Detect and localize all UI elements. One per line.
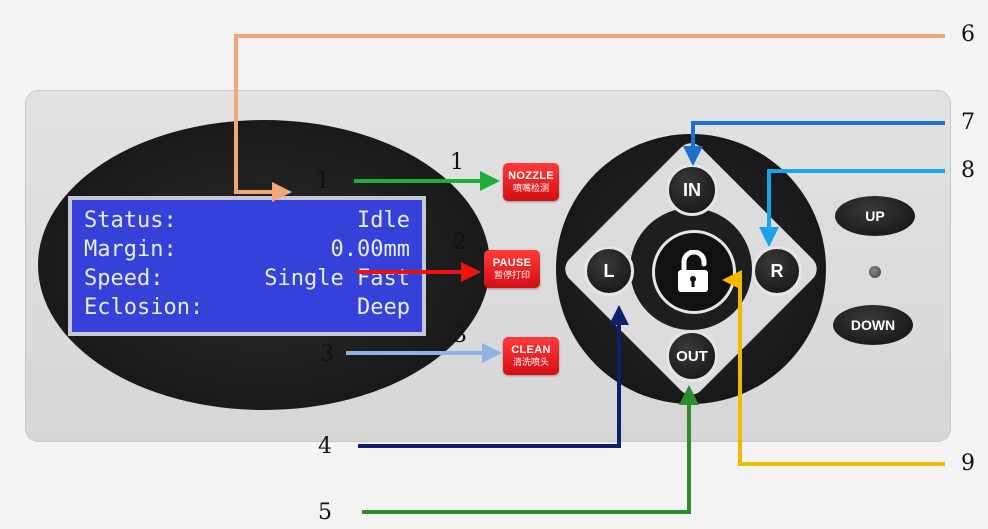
- lcd-screen: Status: Idle Margin: 0.00mm Speed: Singl…: [68, 196, 426, 336]
- lcd-label: Margin:: [84, 237, 177, 262]
- callout-4-line: [358, 305, 629, 448]
- callout-6-line: [234, 34, 945, 202]
- pause-button-label: PAUSE: [492, 257, 532, 269]
- lcd-value: Deep: [357, 295, 410, 320]
- callout-number-5: 5: [318, 500, 332, 525]
- callout-number-9: 9: [961, 451, 975, 476]
- nozzle-button-cn-label: 喷嘴检测: [512, 183, 549, 193]
- down-button-label: DOWN: [850, 317, 896, 333]
- nozzle-button-label: NOZZLE: [508, 170, 554, 182]
- lcd-row-status: Status: Idle: [84, 206, 410, 235]
- lcd-label: Eclosion:: [84, 295, 204, 320]
- lcd-row-eclosion: Eclosion: Deep: [84, 293, 410, 322]
- down-button[interactable]: DOWN: [833, 305, 913, 345]
- left-button[interactable]: L: [584, 246, 634, 296]
- out-button-label: OUT: [676, 347, 708, 365]
- callout-number-8: 8: [961, 158, 975, 183]
- callout-7-line: [683, 121, 945, 166]
- callout-5-line: [362, 385, 699, 514]
- lcd-label: Speed:: [84, 266, 164, 291]
- pause-button-cn-label: 暂停打印: [493, 270, 530, 280]
- callout-number-3-lcd: 3: [320, 342, 334, 367]
- clean-button-cn-label: 清洗喷头: [512, 357, 549, 367]
- unlocked-padlock-icon: [678, 250, 708, 292]
- right-button[interactable]: R: [752, 246, 802, 296]
- out-button[interactable]: OUT: [666, 330, 718, 382]
- lcd-value: 0.00mm: [330, 237, 410, 262]
- callout-number-7: 7: [961, 110, 975, 135]
- callout-number-1: 1: [450, 150, 464, 175]
- in-button-label: IN: [683, 179, 701, 200]
- callout-number-4: 4: [318, 434, 332, 459]
- clean-button-label: CLEAN: [511, 344, 551, 356]
- lcd-label: Status:: [84, 208, 177, 233]
- clean-button[interactable]: CLEAN 清洗喷头: [503, 337, 559, 375]
- in-button[interactable]: IN: [666, 164, 718, 216]
- status-led: [869, 266, 881, 278]
- callout-number-2: 2: [453, 230, 467, 255]
- up-button-label: UP: [865, 208, 885, 224]
- callout-number-6: 6: [961, 22, 975, 47]
- callout-9-line: [722, 270, 945, 466]
- callout-number-1-lcd: 1: [316, 169, 330, 194]
- left-button-label: L: [603, 260, 615, 281]
- lcd-row-margin: Margin: 0.00mm: [84, 235, 410, 264]
- callout-8-line: [759, 169, 945, 247]
- right-button-label: R: [770, 260, 784, 281]
- lcd-value: Idle: [357, 208, 410, 233]
- pause-button[interactable]: PAUSE 暂停打印: [484, 250, 540, 288]
- callout-number-3: 3: [453, 323, 467, 348]
- up-button[interactable]: UP: [835, 196, 915, 236]
- nozzle-check-button[interactable]: NOZZLE 喷嘴检测: [503, 163, 559, 201]
